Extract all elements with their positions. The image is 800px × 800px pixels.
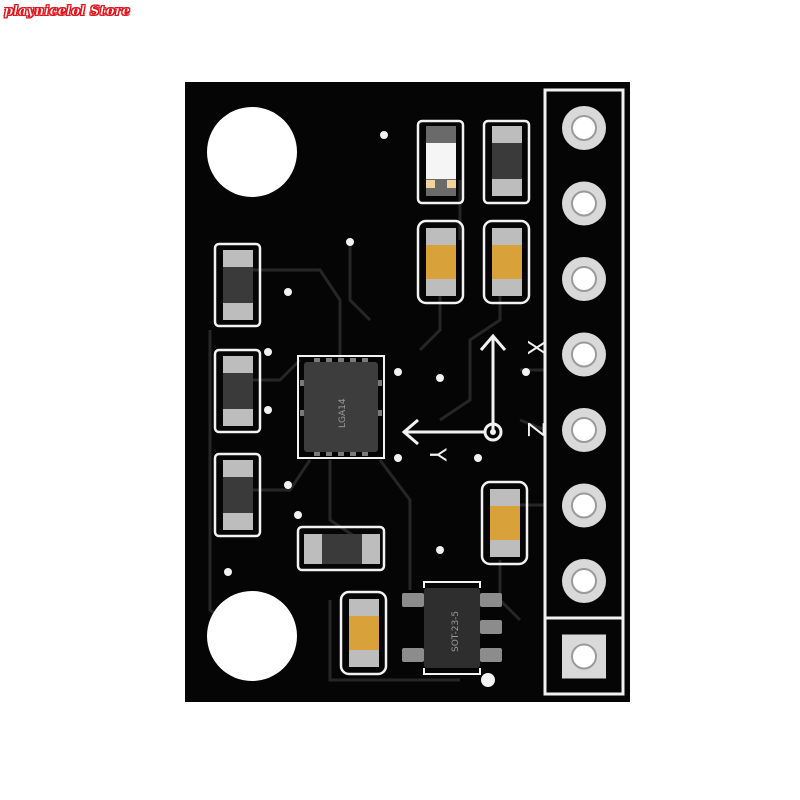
header-pin-1 — [562, 106, 606, 150]
header-pin-7 — [562, 559, 606, 603]
resistor-left-2 — [213, 348, 262, 434]
header-pins — [562, 106, 606, 679]
sot23-regulator: SOT-23-5 — [402, 581, 502, 687]
pcb-traces — [208, 180, 546, 682]
capacitor-c3 — [480, 480, 529, 566]
mounting-hole-bottom — [207, 591, 297, 681]
led-component — [416, 119, 465, 205]
header-pin-4 — [562, 332, 606, 377]
header-pin-3 — [562, 257, 606, 301]
mounting-hole-top — [207, 107, 297, 197]
header-pin-5 — [562, 408, 606, 452]
regulator-label: SOT-23-5 — [451, 611, 461, 652]
header-pin-2 — [562, 181, 606, 226]
resistor-top — [482, 119, 531, 205]
resistor-left-1 — [213, 242, 262, 328]
vias — [224, 131, 530, 576]
header-pin-6 — [562, 483, 606, 528]
lga14-chip: LGA14 — [297, 355, 385, 459]
lga14-chip-label: LGA14 — [338, 398, 348, 428]
capacitor-c4 — [339, 590, 388, 676]
capacitor-c2 — [482, 219, 531, 305]
axis-label-x: X — [522, 340, 547, 355]
axis-indicator: X Z Y — [401, 333, 547, 462]
pin-header — [543, 88, 625, 696]
header-pin-8 — [562, 634, 606, 679]
axis-label-z: Z — [522, 422, 547, 437]
store-watermark: playnicelol Store — [4, 4, 131, 20]
axis-label-y: Y — [424, 447, 449, 462]
capacitor-c1 — [416, 219, 465, 305]
resistor-left-3 — [213, 452, 262, 538]
resistor-horizontal — [296, 525, 386, 572]
pin1-marker — [481, 673, 495, 687]
